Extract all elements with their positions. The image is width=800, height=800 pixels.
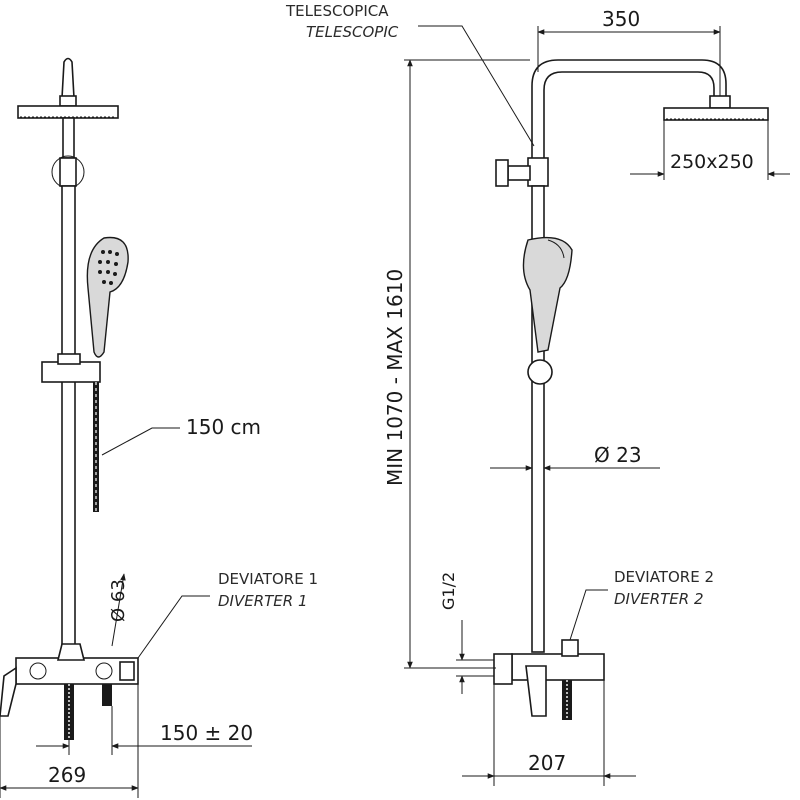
side-rain-head (663, 107, 769, 121)
hose-length-label: 150 cm (186, 415, 261, 439)
front-mixer-spout (0, 666, 17, 717)
diverter1-label-en: DIVERTER 1 (218, 592, 308, 610)
side-hand-shower (522, 236, 573, 353)
head-size-label: 250x250 (670, 151, 754, 173)
knob-diameter-label: Ø 63 (108, 579, 129, 622)
telescopic-label-en: TELESCOPIC (306, 23, 399, 41)
inlet-thread-label: G1/2 (439, 572, 458, 610)
mixer-width-label: 269 (48, 763, 86, 787)
diverter1-label-it: DEVIATORE 1 (218, 570, 318, 588)
side-slide-knob (527, 359, 553, 385)
side-shower-arm (531, 59, 727, 160)
front-head-stem (61, 57, 75, 99)
side-telescopic-joint (527, 157, 549, 187)
diverter2-label-en: DIVERTER 2 (614, 590, 704, 608)
front-view: 150 cm Ø 63 DEVIATORE 1 DIVERTER 1 150 ±… (0, 57, 318, 798)
inlet-spacing-label: 150 ± 20 (160, 721, 253, 745)
arm-reach-label: 350 (602, 7, 640, 31)
front-connector-right (102, 684, 112, 706)
side-head-neck (709, 95, 731, 109)
side-wall-bracket (507, 165, 531, 181)
wall-projection-label: 207 (528, 751, 566, 775)
telescopic-label-it: TELESCOPICA (285, 2, 389, 20)
side-wall-plate (493, 653, 513, 685)
front-diverter-knob (56, 643, 86, 661)
pipe-diameter-label: Ø 23 (594, 443, 642, 467)
front-telescopic-joint (59, 157, 77, 187)
front-mixer-body (15, 657, 139, 685)
front-rain-head (17, 105, 119, 119)
side-view: TELESCOPICA TELESCOPIC 350 250x250 MIN 1… (285, 2, 790, 786)
front-head-neck (59, 95, 77, 107)
side-mixer-handle (525, 665, 547, 717)
side-diverter2-knob (561, 639, 579, 657)
height-range-label: MIN 1070 - MAX 1610 (383, 269, 407, 486)
front-hose (93, 382, 99, 512)
front-slide-bracket (41, 361, 101, 383)
front-hand-shower (86, 236, 129, 358)
front-upper-pipe (62, 117, 75, 159)
front-main-pipe (61, 185, 76, 653)
diverter2-label-it: DEVIATORE 2 (614, 568, 714, 586)
